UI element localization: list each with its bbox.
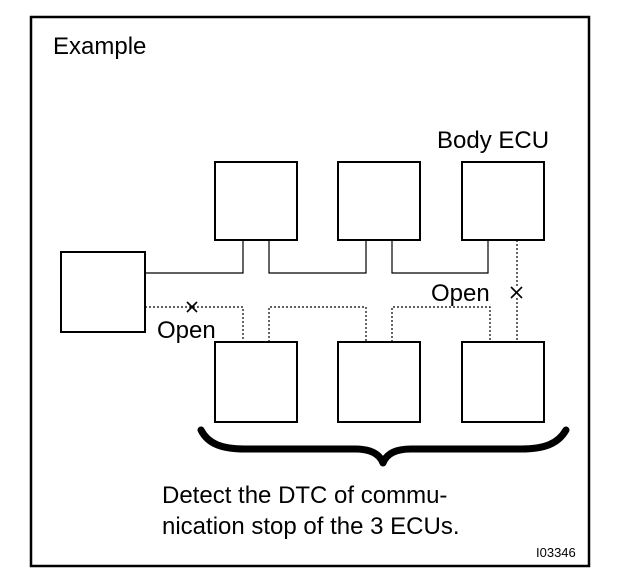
example-title: Example	[53, 33, 146, 60]
bus-line-dotted	[145, 306, 491, 342]
grouping-brace	[197, 426, 570, 467]
body-ecu-label: Body ECU	[437, 127, 549, 154]
bus-line-solid	[145, 240, 489, 274]
figure-id: I03346	[536, 545, 576, 560]
body-ecu-box	[461, 161, 545, 241]
ecu-box-bottom-3	[461, 341, 545, 423]
ecu-box-bottom-2	[337, 341, 421, 423]
outer-frame	[29, 15, 591, 568]
ecu-box-top-1	[214, 161, 298, 241]
ecu-box-top-2	[337, 161, 421, 241]
caption-line-2: nication stop of the 3 ECUs.	[162, 513, 460, 540]
open-label-left: Open	[157, 317, 216, 344]
caption-line-1: Detect the DTC of commu-	[162, 482, 447, 509]
ecu-box-left	[60, 251, 146, 333]
open-label-right: Open	[431, 280, 490, 307]
open-marker-right	[510, 286, 523, 299]
ecu-box-bottom-1	[214, 341, 298, 423]
open-marker-left	[186, 301, 198, 313]
